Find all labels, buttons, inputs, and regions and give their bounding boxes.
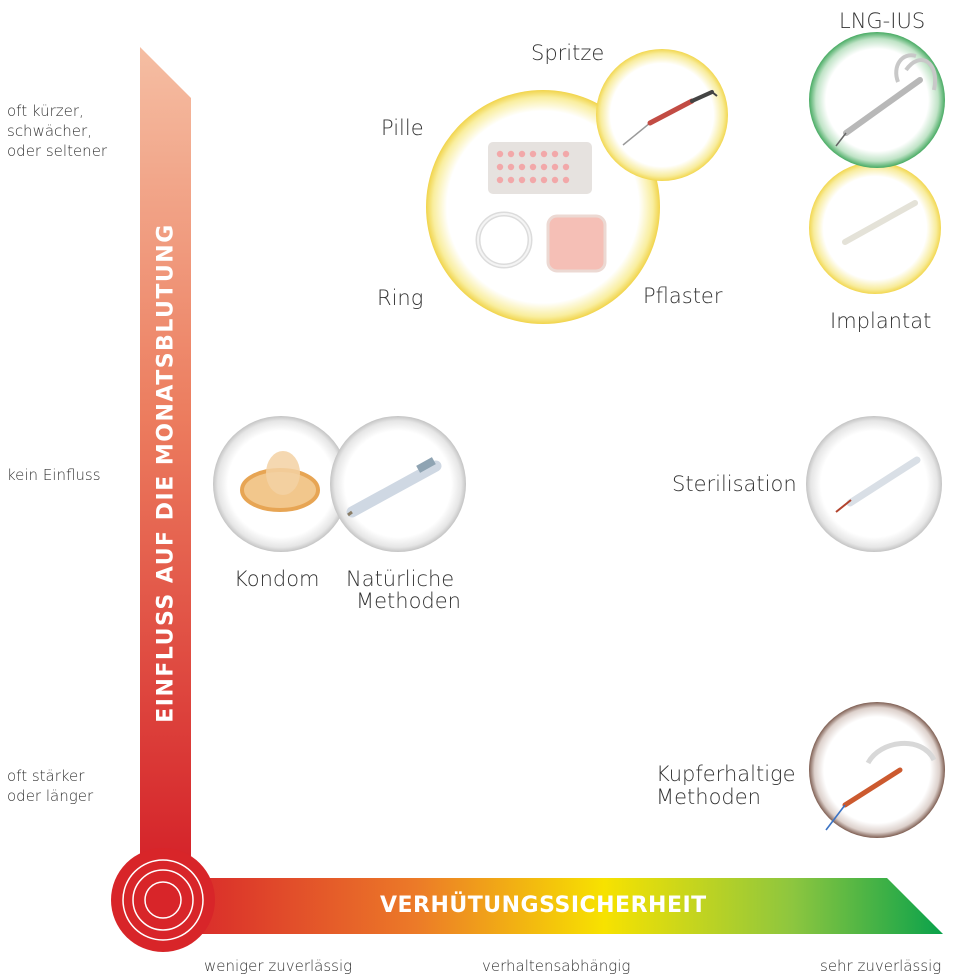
kondom-circle	[213, 416, 349, 552]
x-axis-title: VERHÜTUNGSSICHERHEIT	[380, 893, 707, 918]
label-implantat: Implantat	[830, 309, 932, 333]
sterilisation-circle	[806, 416, 942, 552]
y-level-bottom: oft stärker oder länger	[7, 767, 94, 805]
label-lng-ius: LNG-IUS	[839, 9, 926, 33]
y-level-top: oft kürzer, schwächer, oder seltener	[7, 102, 108, 160]
lng-ius-circle	[809, 32, 945, 168]
thermometer-icon	[346, 457, 442, 518]
label-sterilisation: Sterilisation	[672, 472, 797, 496]
natuerliche-circle	[330, 416, 466, 552]
label-kupfer-2: Methoden	[656, 785, 761, 809]
label-natuerliche-1: Natürliche	[346, 567, 455, 591]
label-kupfer-1: Kupferhaltige	[656, 762, 796, 786]
label-natuerliche-2: Methoden	[356, 589, 461, 613]
y-axis-arrow	[140, 47, 191, 860]
pill-pack-icon	[488, 142, 592, 194]
hormonal-iud-icon	[835, 53, 938, 147]
implantat-circle	[809, 162, 941, 294]
origin-target-icon	[111, 848, 215, 952]
label-pflaster: Pflaster	[643, 284, 723, 308]
x-level-right: sehr zuverlässig	[820, 957, 942, 975]
implant-rod-icon	[842, 200, 918, 245]
copper-iud-icon	[825, 741, 937, 831]
label-pille: Pille	[381, 116, 424, 140]
y-axis-title: EINFLUSS AUF DIE MONATSBLUTUNG	[153, 223, 179, 723]
label-spritze: Spritze	[531, 41, 605, 65]
x-level-left: weniger zuverlässig	[204, 957, 353, 975]
patch-icon	[546, 214, 607, 273]
spritze-circle	[596, 49, 728, 181]
kupfer-circle	[809, 702, 945, 838]
condom-icon	[240, 451, 320, 512]
vaginal-ring-icon	[475, 211, 533, 269]
label-ring: Ring	[377, 286, 424, 310]
syringe-icon	[622, 90, 718, 146]
y-level-middle: kein Einfluss	[7, 466, 101, 484]
x-level-middle: verhaltensabhängig	[482, 957, 631, 975]
x-axis-arrow	[190, 878, 943, 934]
label-kondom: Kondom	[234, 567, 320, 591]
scalpel-icon	[835, 456, 921, 513]
